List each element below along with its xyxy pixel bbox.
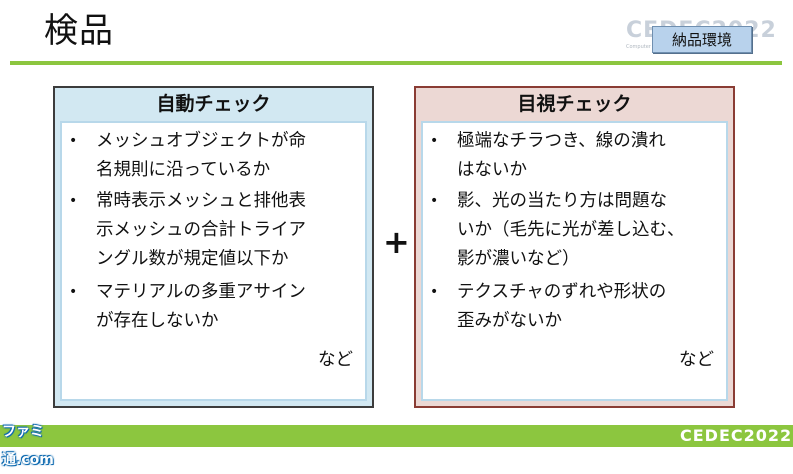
plus-sign: + <box>383 223 410 261</box>
cedec-logo-bottom: CEDEC2022 <box>680 426 793 445</box>
section-badge: 納品環境 <box>652 26 752 53</box>
visual-check-body: • 極端なチラつき、線の潰れ はないか • 影、光の当たり方は問題な いか（毛先… <box>421 121 728 401</box>
bullet-icon: • <box>69 133 78 149</box>
visual-check-title: 目視チェック <box>517 93 632 115</box>
visual-check-panel: 目視チェック • 極端なチラつき、線の潰れ はないか • 影、光の当たり方は問題… <box>414 86 735 408</box>
title-divider <box>10 61 782 65</box>
page-title: 検品 <box>44 11 114 51</box>
etc-label: など <box>679 350 714 370</box>
auto-check-panel: 自動チェック • メッシュオブジェクトが命 名規則に沿っているか • 常時表示メ… <box>53 86 374 408</box>
famitsu-watermark: ファミ通.com <box>2 424 54 468</box>
auto-check-title: 自動チェック <box>156 93 271 115</box>
bullet-icon: • <box>430 193 439 209</box>
slide: 検品 CEDEC2022 Computer Entertainment Deve… <box>0 11 793 468</box>
etc-label: など <box>318 350 353 370</box>
footer-bar <box>0 425 793 447</box>
bullet-icon: • <box>69 193 78 209</box>
bullet-icon: • <box>430 133 439 149</box>
bullet-icon: • <box>430 284 439 300</box>
auto-check-body: • メッシュオブジェクトが命 名規則に沿っているか • 常時表示メッシュと排他表… <box>60 121 367 401</box>
bullet-icon: • <box>69 284 78 300</box>
